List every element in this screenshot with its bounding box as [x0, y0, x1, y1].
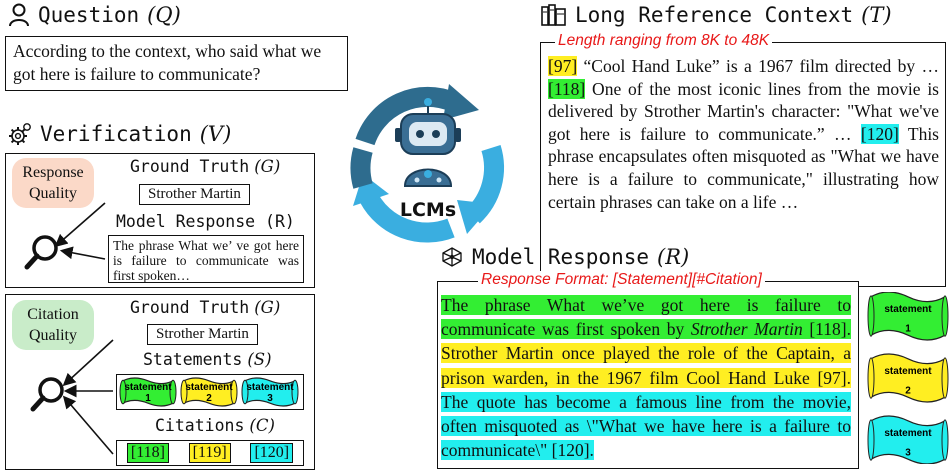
books-icon	[541, 4, 566, 26]
robot-icon	[395, 98, 461, 187]
rq-ground-truth-heading: Ground Truth (G)	[130, 157, 280, 176]
response-statement-segment: The quote has become a famous line from …	[441, 391, 851, 461]
context-text-segment: “Cool Hand Luke” is a 1967 film directed…	[577, 56, 940, 76]
question-box: According to the context, who said what …	[5, 36, 348, 91]
citation-quality-label: Citation Quality	[12, 300, 94, 350]
context-title: Long Reference Context	[575, 3, 854, 27]
cq-st-symbol: (S)	[247, 350, 272, 369]
cq-statement-3-scroll-roll-right	[291, 379, 299, 405]
context-citation-marker: [118]	[548, 78, 586, 99]
question-text: According to the context, who said what …	[13, 41, 322, 84]
lcm-label: LCMs	[400, 199, 456, 221]
cq-statement-3-scroll-roll-left	[241, 379, 249, 405]
cq-magnifier-icon	[30, 377, 64, 412]
cq-ground-truth-value: Strother Martin	[147, 324, 258, 345]
response-statement-segment: Strother Martin once played the role of …	[441, 343, 851, 388]
cq-statement-1-scroll-roll-right	[169, 379, 177, 405]
verification-heading: Verification (V)	[8, 122, 231, 146]
cq-citations-heading: Citations (C)	[155, 416, 275, 435]
response-statement-2-scroll-word: statement	[884, 366, 932, 377]
question-title: Question	[38, 3, 140, 27]
response-text: The phrase What we’ve got here is failur…	[441, 293, 851, 462]
rq-ground-truth-value: Strother Martin	[139, 184, 250, 205]
response-statement-3-scroll-word: statement	[884, 428, 932, 439]
response-box: The phrase What we’ve got here is failur…	[437, 281, 859, 469]
rq-model-response-text: The phrase What we’ ve got here is failu…	[113, 238, 299, 283]
lcm-cycle-diagram: LCMs	[350, 84, 504, 243]
cq-ct-symbol: (C)	[249, 416, 275, 435]
cq-statements-heading: Statements (S)	[143, 350, 272, 369]
cq-gt-symbol: (G)	[254, 298, 281, 317]
cq-gt-title: Ground Truth	[130, 298, 250, 317]
cq-statement-1-scroll-roll-left	[119, 379, 127, 405]
response-statement-2-scroll-roll-right	[941, 357, 949, 399]
response-statement-2-scroll-number: 2	[905, 385, 911, 396]
cq-st-title: Statements	[143, 350, 243, 369]
cq-statement-2-scroll-number: 2	[206, 393, 212, 404]
response-statement-1-scroll-number: 1	[905, 323, 911, 334]
response-title: Model Response	[472, 245, 650, 269]
gear-icon	[9, 123, 31, 145]
cq-ct-title: Citations	[155, 416, 245, 435]
cq-citation-item: [119]	[188, 443, 231, 463]
network-icon	[442, 247, 462, 267]
context-symbol: (T)	[861, 3, 892, 27]
response-statement-1-scroll-word: statement	[884, 304, 932, 315]
context-citation-marker: [120]	[860, 123, 899, 144]
verification-title: Verification	[40, 122, 192, 146]
cq-citations-box: [118] [119] [120]	[116, 440, 304, 466]
response-statement-1-scroll-roll-right	[941, 295, 949, 337]
rq-mr-title: Model Response (R)	[116, 212, 295, 231]
cq-statement-3-scroll-number: 3	[267, 393, 273, 404]
rq-magnifier-icon	[24, 235, 58, 270]
rq-arrows	[24, 202, 106, 270]
cq-statement-3-scroll-word: statement	[246, 382, 294, 393]
response-statement-1-scroll-roll-left	[867, 295, 875, 337]
response-caption: Response Format: [Statement][#Citation]	[478, 271, 765, 289]
rq-model-response-heading: Model Response (R)	[116, 212, 295, 231]
cq-statement-2-scroll-word: statement	[185, 382, 233, 393]
response-statement-3-scroll-roll-right	[941, 419, 949, 461]
context-caption: Length ranging from 8K to 48K	[555, 32, 773, 50]
question-heading: Question (Q)	[8, 3, 181, 27]
response-statement-1-scroll: statement 1	[867, 292, 949, 341]
rq-gt-symbol: (G)	[254, 157, 281, 176]
response-heading: Model Response (R)	[440, 245, 689, 269]
cq-citation-item: [120]	[250, 443, 294, 463]
response-statement-3-scroll: statement 3	[867, 415, 949, 464]
cq-statement-2-scroll-roll-right	[230, 379, 238, 405]
context-box: [97] “Cool Hand Luke” is a 1967 film dir…	[540, 42, 946, 287]
cq-citation-item: [118]	[126, 443, 169, 463]
response-statement-segment: [118].	[802, 319, 851, 340]
question-symbol: (Q)	[147, 3, 181, 27]
response-statement-scrolls: statement 1 statement 2 statement 3	[867, 292, 949, 464]
context-text-segment: This phrase encapsulates often misquoted…	[548, 123, 939, 212]
response-statement-3-scroll-roll-left	[867, 419, 875, 461]
context-text: [97] “Cool Hand Luke” is a 1967 film dir…	[548, 55, 939, 213]
rq-model-response-box: The phrase What we’ ve got here is failu…	[108, 235, 304, 283]
context-citation-marker: [97]	[548, 56, 578, 76]
cq-statement-1-scroll-word: statement	[124, 382, 172, 393]
person-icon	[9, 3, 29, 27]
response-statement-3-scroll-number: 3	[905, 447, 911, 458]
response-symbol: (R)	[657, 245, 690, 269]
cq-statement-2-scroll-roll-left	[180, 379, 188, 405]
verification-symbol: (V)	[199, 122, 232, 146]
response-statement-segment: Strother Martin	[690, 319, 803, 340]
rq-gt-title: Ground Truth	[130, 157, 250, 176]
context-text-segment: One of the most iconic lines from the mo…	[548, 78, 939, 144]
response-statement-2-scroll: statement 2	[867, 353, 949, 403]
response-statement-2-scroll-roll-left	[867, 357, 875, 399]
cycle-arrows	[350, 84, 504, 243]
cq-arrows	[30, 339, 114, 455]
response-quality-label: Response Quality	[12, 158, 94, 208]
context-heading: Long Reference Context (T)	[541, 3, 892, 27]
cq-ground-truth-heading: Ground Truth (G)	[130, 298, 280, 317]
cq-statement-1-scroll-number: 1	[145, 393, 151, 404]
